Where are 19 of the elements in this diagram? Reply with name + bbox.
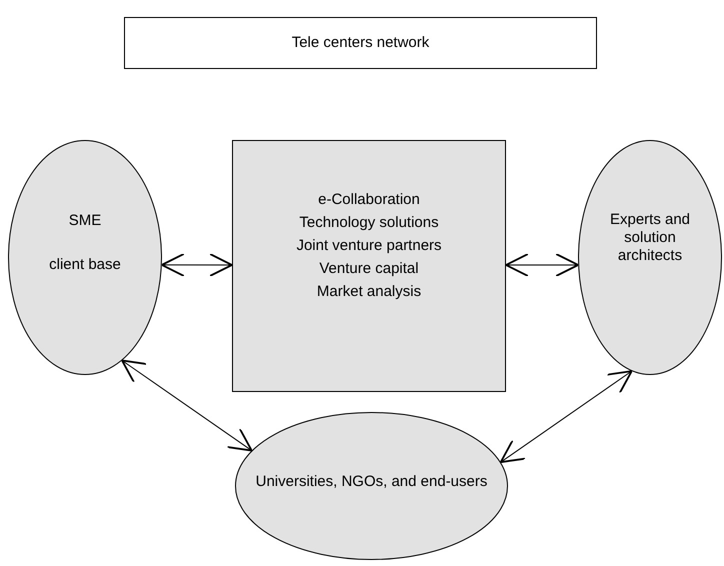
node-label: Joint venture partners — [296, 237, 442, 255]
node-label: e-Collaboration — [318, 191, 420, 209]
node-label: client base — [49, 256, 121, 274]
node-label: Universities, NGOs, and end-users — [256, 473, 488, 491]
double-arrow — [500, 370, 633, 464]
node-label: Market analysis — [316, 283, 422, 301]
node-label: Experts and solution architects — [608, 210, 692, 264]
double-arrow — [121, 360, 253, 452]
node-label: SME — [68, 212, 102, 230]
ellipse-node — [8, 140, 162, 375]
node-label: Venture capital — [319, 260, 419, 278]
node-label: Technology solutions — [299, 214, 439, 232]
ellipse-node — [578, 140, 722, 375]
double-arrow — [160, 253, 233, 277]
title-box — [124, 17, 597, 69]
node-label: Tele centers network — [292, 34, 430, 52]
double-arrow — [505, 253, 580, 277]
process-box — [232, 140, 506, 392]
ellipse-node — [235, 412, 508, 560]
